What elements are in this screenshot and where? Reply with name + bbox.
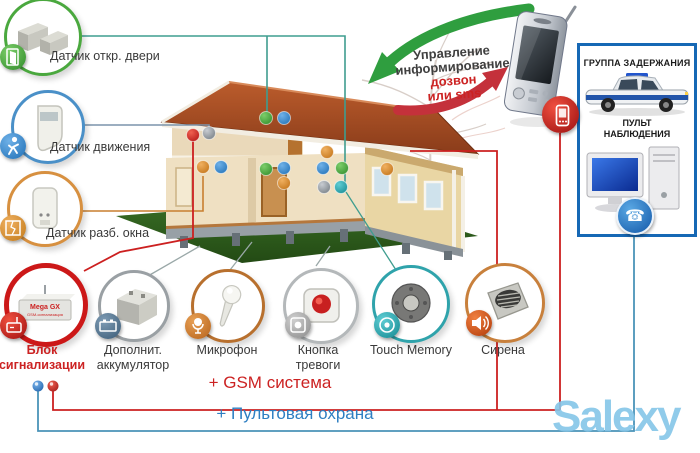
door-sensor-label: Датчик откр. двери [50, 49, 160, 63]
door-open-sensor-node [4, 0, 82, 76]
panic-button-icon [285, 312, 311, 338]
control-arrow-icon [368, 3, 535, 84]
console-security-label: + Пультовая охрана [216, 404, 374, 423]
touch-memory-node [372, 265, 450, 343]
motion-sensor-label: Датчик движения [50, 140, 151, 154]
touch-memory-image [391, 283, 431, 323]
touch-memory-icon [374, 312, 400, 338]
monitoring-computer-image [586, 146, 680, 212]
glass-break-sensor-label: Датчик разб. окна [46, 226, 150, 240]
motion-sensor-image [37, 105, 63, 152]
police-car-image [585, 73, 689, 116]
door-icon [0, 44, 26, 70]
alarm-unit-label: Блок сигнализации [0, 343, 86, 372]
gsm-system-label: + GSM система [208, 373, 332, 392]
pin-icons [32, 380, 59, 392]
phone-call-icon [542, 96, 579, 133]
microphone-icon [185, 313, 211, 339]
glass-break-icon [0, 215, 26, 241]
alarm-unit-icon [0, 312, 27, 339]
response-team-title: ГРУППА ЗАДЕРЖАНИЯ [583, 58, 691, 68]
panic-button-image [303, 288, 340, 323]
microphone-label: Микрофон [196, 343, 258, 357]
battery-image [117, 289, 157, 325]
siren-label: Сирена [481, 343, 525, 357]
glass-sensor-image [32, 187, 58, 229]
battery-icon [95, 313, 121, 339]
control-text-block: Управление информирование дозвон или sms [386, 42, 520, 107]
notify-arrow-icon [393, 67, 508, 116]
motion-icon [0, 133, 26, 159]
microphone-image [219, 284, 242, 327]
alarm-device-name: Mega GX [30, 304, 60, 311]
panic-button-label: Кнопка тревоги [295, 343, 341, 372]
panic-button-node [283, 268, 359, 344]
touch-memory-label: Touch Memory [370, 343, 452, 357]
alarm-device-subtitle: GSM-сигнализация [27, 312, 63, 317]
alarm-unit-image: Mega GX GSM-сигнализация [18, 285, 75, 321]
mobile-phone-image [503, 5, 577, 127]
house-cutaway [160, 80, 480, 260]
monitoring-phone-glyph: ☎ [625, 208, 645, 225]
monitor-console-line-1: ПУЛЬТ [622, 118, 652, 128]
siren-image [487, 282, 529, 320]
battery-label: Дополнит. аккумулятор [96, 343, 170, 372]
monitoring-phone-icon: ☎ [616, 197, 654, 235]
watermark: Salexy [552, 392, 681, 441]
siren-node [465, 263, 545, 343]
house-sensor-markers [186, 111, 394, 194]
siren-icon [466, 310, 492, 336]
monitor-console-line-2: НАБЛЮДЕНИЯ [603, 129, 671, 140]
